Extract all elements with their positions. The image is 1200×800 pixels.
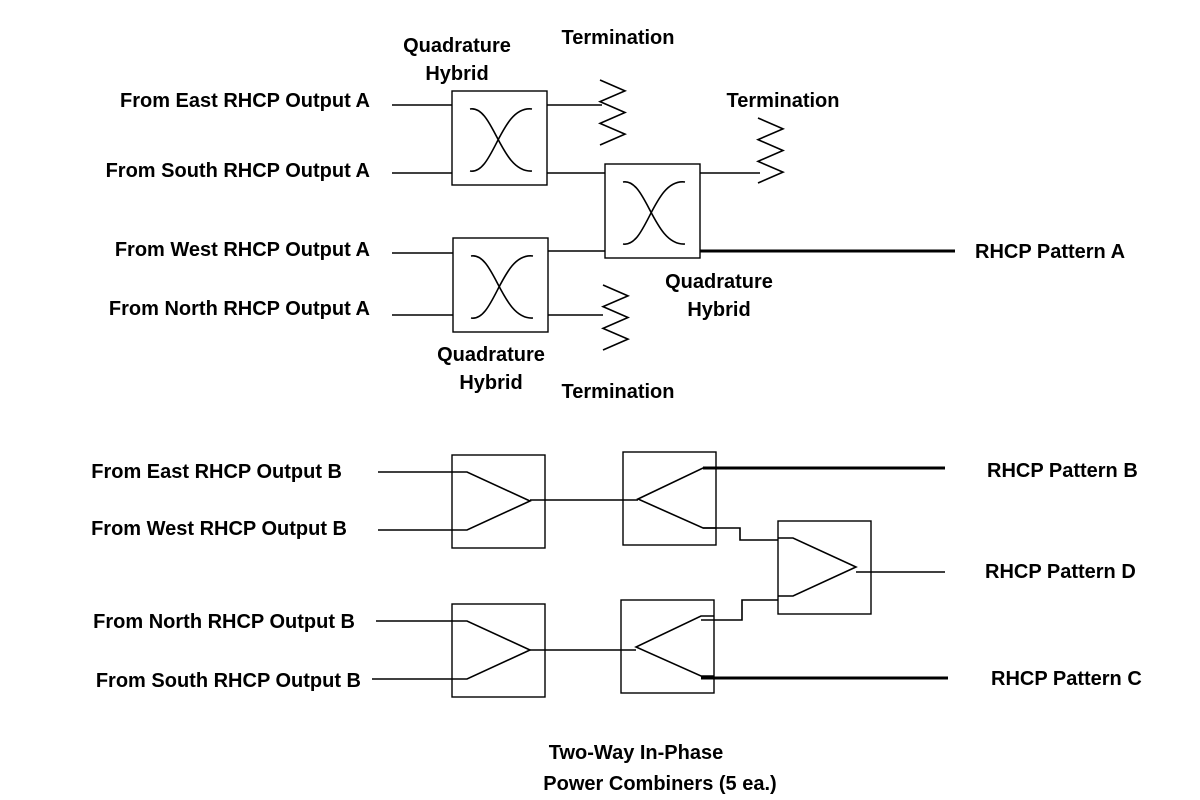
hybrid-1-label-line2: Hybrid <box>425 63 488 85</box>
hybrid-3-label-line1: Quadrature <box>665 271 773 293</box>
input-label-west-b: From West RHCP Output B <box>91 518 347 540</box>
output-label-pattern-a: RHCP Pattern A <box>975 241 1125 263</box>
combiner-2-box <box>622 451 717 546</box>
termination-3-resistor-icon <box>600 284 631 351</box>
caption-line2: Power Combiners (5 ea.) <box>543 773 776 795</box>
input-label-south-a: From South RHCP Output A <box>106 160 370 182</box>
hybrid-2-box <box>452 237 549 333</box>
hybrid-1-label-line1: Quadrature <box>403 35 511 57</box>
input-label-east-b: From East RHCP Output B <box>91 461 342 483</box>
termination-1-label: Termination <box>562 27 675 49</box>
termination-2-resistor-icon <box>755 117 786 184</box>
output-label-pattern-b: RHCP Pattern B <box>987 460 1138 482</box>
combiner-1-box <box>451 454 546 549</box>
hybrid-2-crossover-path <box>470 255 534 319</box>
hybrid-1-crossover-path <box>469 108 533 172</box>
combiner-4-box <box>620 599 715 694</box>
hybrid-2-label-line2: Hybrid <box>459 372 522 394</box>
termination-2-label: Termination <box>727 90 840 112</box>
input-label-north-a: From North RHCP Output A <box>109 298 370 320</box>
combiner-5-box <box>777 520 872 615</box>
hybrid-1-crossover-path <box>469 108 533 172</box>
termination-1-resistor-icon <box>597 79 628 146</box>
hybrid-1-box <box>451 90 548 186</box>
wire-c2-c5 <box>703 527 778 541</box>
combiner-4-combiner-symbol <box>634 615 714 677</box>
termination-3-label: Termination <box>562 381 675 403</box>
input-label-west-a: From West RHCP Output A <box>115 239 370 261</box>
input-label-south-b: From South RHCP Output B <box>96 670 361 692</box>
output-label-pattern-c: RHCP Pattern C <box>991 668 1142 690</box>
combiner-1-combiner-symbol <box>452 471 532 531</box>
hybrid-2-crossover-path <box>470 255 534 319</box>
hybrid-3-label-line2: Hybrid <box>687 299 750 321</box>
combiner-5-combiner-symbol <box>778 537 858 597</box>
output-label-pattern-d: RHCP Pattern D <box>985 561 1136 583</box>
hybrid-3-box <box>604 163 701 259</box>
combiner-2-combiner-symbol <box>636 467 716 529</box>
hybrid-3-crossover-path <box>622 181 686 245</box>
input-label-east-a: From East RHCP Output A <box>120 90 370 112</box>
wire-c4-c5 <box>701 599 778 621</box>
caption-line1: Two-Way In-Phase <box>549 742 723 764</box>
input-label-north-b: From North RHCP Output B <box>93 611 355 633</box>
combiner-3-combiner-symbol <box>452 620 532 680</box>
hybrid-3-crossover-path <box>622 181 686 245</box>
hybrid-2-label-line1: Quadrature <box>437 344 545 366</box>
